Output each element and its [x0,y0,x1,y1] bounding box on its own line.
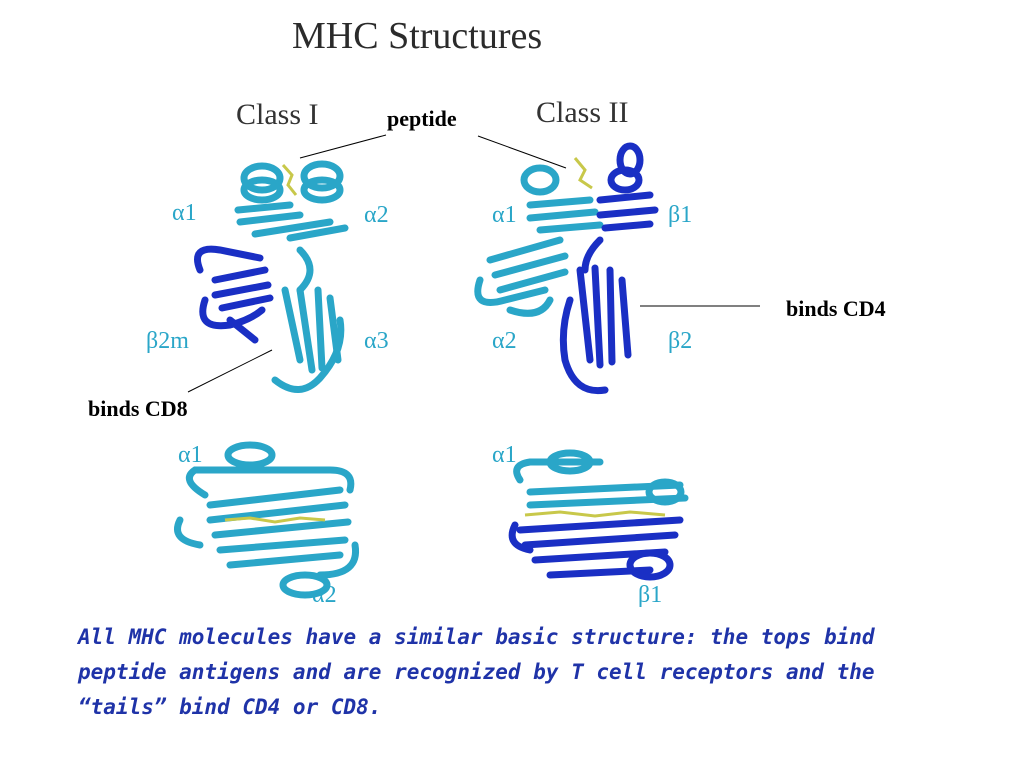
class-ii-top-alpha1-label: α1 [492,442,517,468]
class-ii-beta1-label: β1 [668,202,693,228]
binds-cd4-label: binds CD4 [786,296,886,321]
class-ii-heading: Class II [536,96,629,129]
leader-lines [187,134,760,393]
class-ii-side-structure [474,142,659,395]
class-i-alpha1-label: α1 [172,200,197,226]
caption: All MHC molecules have a similar basic s… [78,625,875,719]
peptide-label: peptide [387,106,457,131]
class-i-beta2m-label: β2m [146,328,189,354]
class-i-top-structure [174,441,360,599]
class-i-side-structure [194,160,349,393]
class-i-alpha2-label: α2 [364,202,389,228]
class-ii-beta2-label: β2 [668,328,693,354]
class-ii-top-beta1-label: β1 [638,582,663,608]
class-ii-alpha1-label: α1 [492,202,517,228]
binds-cd8-label: binds CD8 [88,396,188,421]
class-ii-alpha2-label: α2 [492,328,517,354]
class-ii-top-structure [508,449,689,581]
class-i-top-alpha2-label: α2 [312,582,337,608]
class-i-top-alpha1-label: α1 [178,442,203,468]
class-i-alpha3-label: α3 [364,328,389,354]
page-title: MHC Structures [292,15,543,57]
class-i-heading: Class I [236,98,319,131]
